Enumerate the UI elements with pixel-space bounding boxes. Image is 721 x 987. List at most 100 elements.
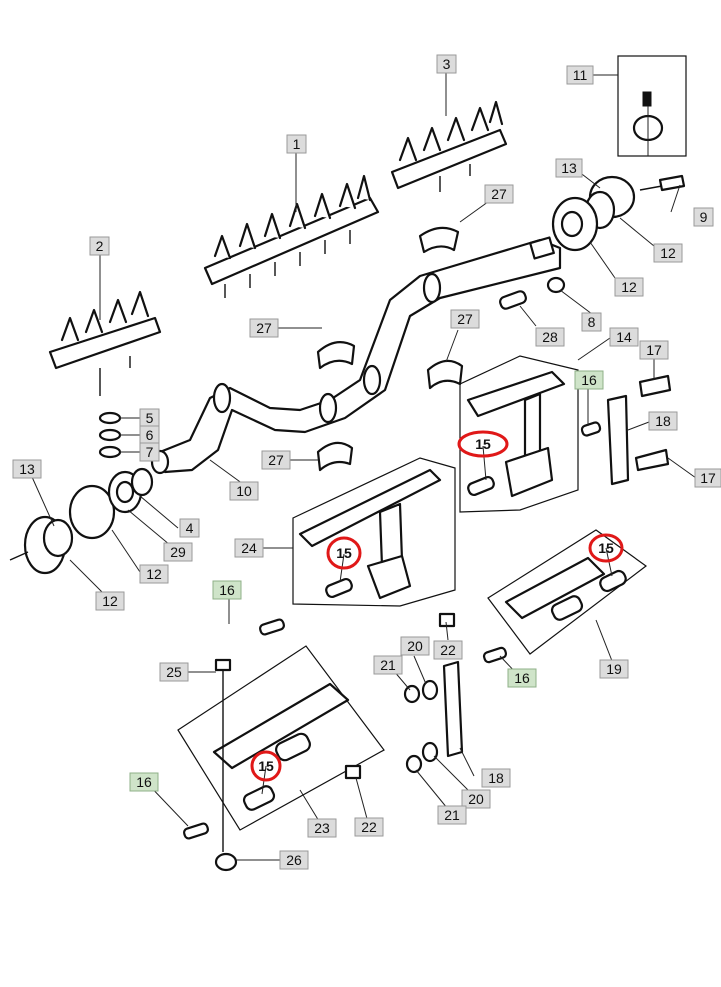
svg-text:2: 2 (96, 238, 104, 254)
knife-section-2 (48, 290, 162, 396)
callout-2: 2 (89, 236, 110, 256)
svg-text:27: 27 (256, 320, 272, 336)
svg-text:13: 13 (19, 461, 35, 477)
callout-1: 1 (286, 134, 307, 154)
callout-16-lower: 16 (129, 772, 159, 792)
svg-text:26: 26 (286, 852, 302, 868)
svg-text:15: 15 (336, 545, 352, 561)
grease-fitting-11 (617, 55, 687, 157)
key-28 (499, 290, 527, 310)
callout-16-mid: 16 (212, 580, 242, 600)
callout-20-upper: 20 (400, 636, 430, 656)
callout-23: 23 (307, 818, 337, 838)
callout-6: 6 (139, 425, 160, 445)
guide-assembly-23 (177, 645, 385, 831)
callout-8: 8 (581, 312, 602, 332)
svg-text:27: 27 (457, 311, 473, 327)
callout-12-right-upper: 12 (653, 243, 683, 263)
svg-text:17: 17 (646, 342, 662, 358)
svg-text:6: 6 (146, 427, 154, 443)
callout-28: 28 (535, 327, 565, 347)
callout-5: 5 (139, 408, 160, 428)
svg-text:16: 16 (136, 774, 152, 790)
callout-22-lower: 22 (354, 817, 384, 837)
callout-14: 14 (609, 327, 639, 347)
callout-12-left-lower: 12 (95, 591, 125, 611)
svg-text:25: 25 (166, 664, 182, 680)
svg-text:15: 15 (258, 758, 274, 774)
callout-21-lower: 21 (437, 805, 467, 825)
guide-assembly-24 (292, 457, 456, 607)
highlight-15-box24: 15 (326, 536, 362, 570)
main-shaft-10 (150, 236, 562, 475)
svg-text:16: 16 (514, 670, 530, 686)
svg-text:28: 28 (542, 329, 558, 345)
svg-text:12: 12 (146, 566, 162, 582)
callout-11: 11 (566, 65, 594, 85)
left-bearing-assembly (9, 467, 154, 575)
svg-text:17: 17 (700, 470, 716, 486)
callout-25: 25 (159, 662, 189, 682)
callout-20-lower: 20 (461, 789, 491, 809)
svg-text:19: 19 (606, 661, 622, 677)
svg-text:11: 11 (573, 67, 588, 83)
svg-text:23: 23 (314, 820, 330, 836)
svg-text:7: 7 (146, 444, 154, 460)
callout-27-mid: 27 (450, 309, 480, 329)
grease-fittings-22 (344, 612, 456, 780)
bracket-18-upper (580, 374, 672, 486)
callout-29: 29 (163, 542, 193, 562)
bolt-25 (214, 658, 232, 852)
svg-text:15: 15 (475, 436, 491, 452)
svg-text:8: 8 (588, 314, 596, 330)
svg-text:12: 12 (621, 279, 637, 295)
callout-19: 19 (599, 659, 629, 679)
callout-18-upper: 18 (648, 411, 678, 431)
svg-text:29: 29 (170, 544, 186, 560)
guide-assembly-19 (487, 529, 648, 655)
svg-text:18: 18 (488, 770, 504, 786)
svg-text:9: 9 (700, 209, 708, 225)
guide-assembly-14 (459, 355, 579, 513)
callout-17-upper: 17 (639, 340, 669, 360)
pins-16 (182, 618, 508, 840)
svg-text:18: 18 (655, 413, 671, 429)
highlight-15-box23: 15 (250, 750, 282, 782)
svg-text:27: 27 (268, 452, 284, 468)
callout-26: 26 (279, 850, 309, 870)
svg-text:12: 12 (102, 593, 118, 609)
svg-text:14: 14 (616, 329, 632, 345)
callout-27-left: 27 (249, 318, 279, 338)
callout-12-left-upper: 12 (139, 564, 169, 584)
bushings-27 (316, 226, 464, 472)
svg-text:20: 20 (468, 791, 484, 807)
highlight-15-box14: 15 (457, 430, 509, 458)
right-bearing-assembly (551, 174, 686, 252)
callout-10: 10 (229, 481, 259, 501)
callout-18-lower: 18 (481, 768, 511, 788)
svg-text:24: 24 (241, 540, 257, 556)
callout-27-top: 27 (484, 184, 514, 204)
callout-27-lower: 27 (261, 450, 291, 470)
callout-16-upper: 16 (574, 370, 604, 390)
svg-text:12: 12 (660, 245, 676, 261)
svg-text:13: 13 (561, 160, 577, 176)
svg-text:5: 5 (146, 410, 154, 426)
svg-text:10: 10 (236, 483, 252, 499)
callout-22-upper: 22 (433, 640, 463, 660)
callout-24: 24 (234, 538, 264, 558)
svg-text:21: 21 (380, 657, 396, 673)
nut-8 (546, 276, 566, 294)
svg-text:20: 20 (407, 638, 423, 654)
callout-12-right-lower: 12 (614, 277, 644, 297)
callout-13-left: 13 (12, 459, 42, 479)
svg-text:21: 21 (444, 807, 460, 823)
callout-7: 7 (139, 442, 160, 462)
callout-17-lower: 17 (694, 468, 721, 488)
callout-13-right: 13 (555, 158, 583, 178)
svg-text:22: 22 (440, 642, 456, 658)
svg-text:27: 27 (491, 186, 507, 202)
callout-21-upper: 21 (373, 655, 403, 675)
highlight-15-box19: 15 (588, 533, 624, 563)
